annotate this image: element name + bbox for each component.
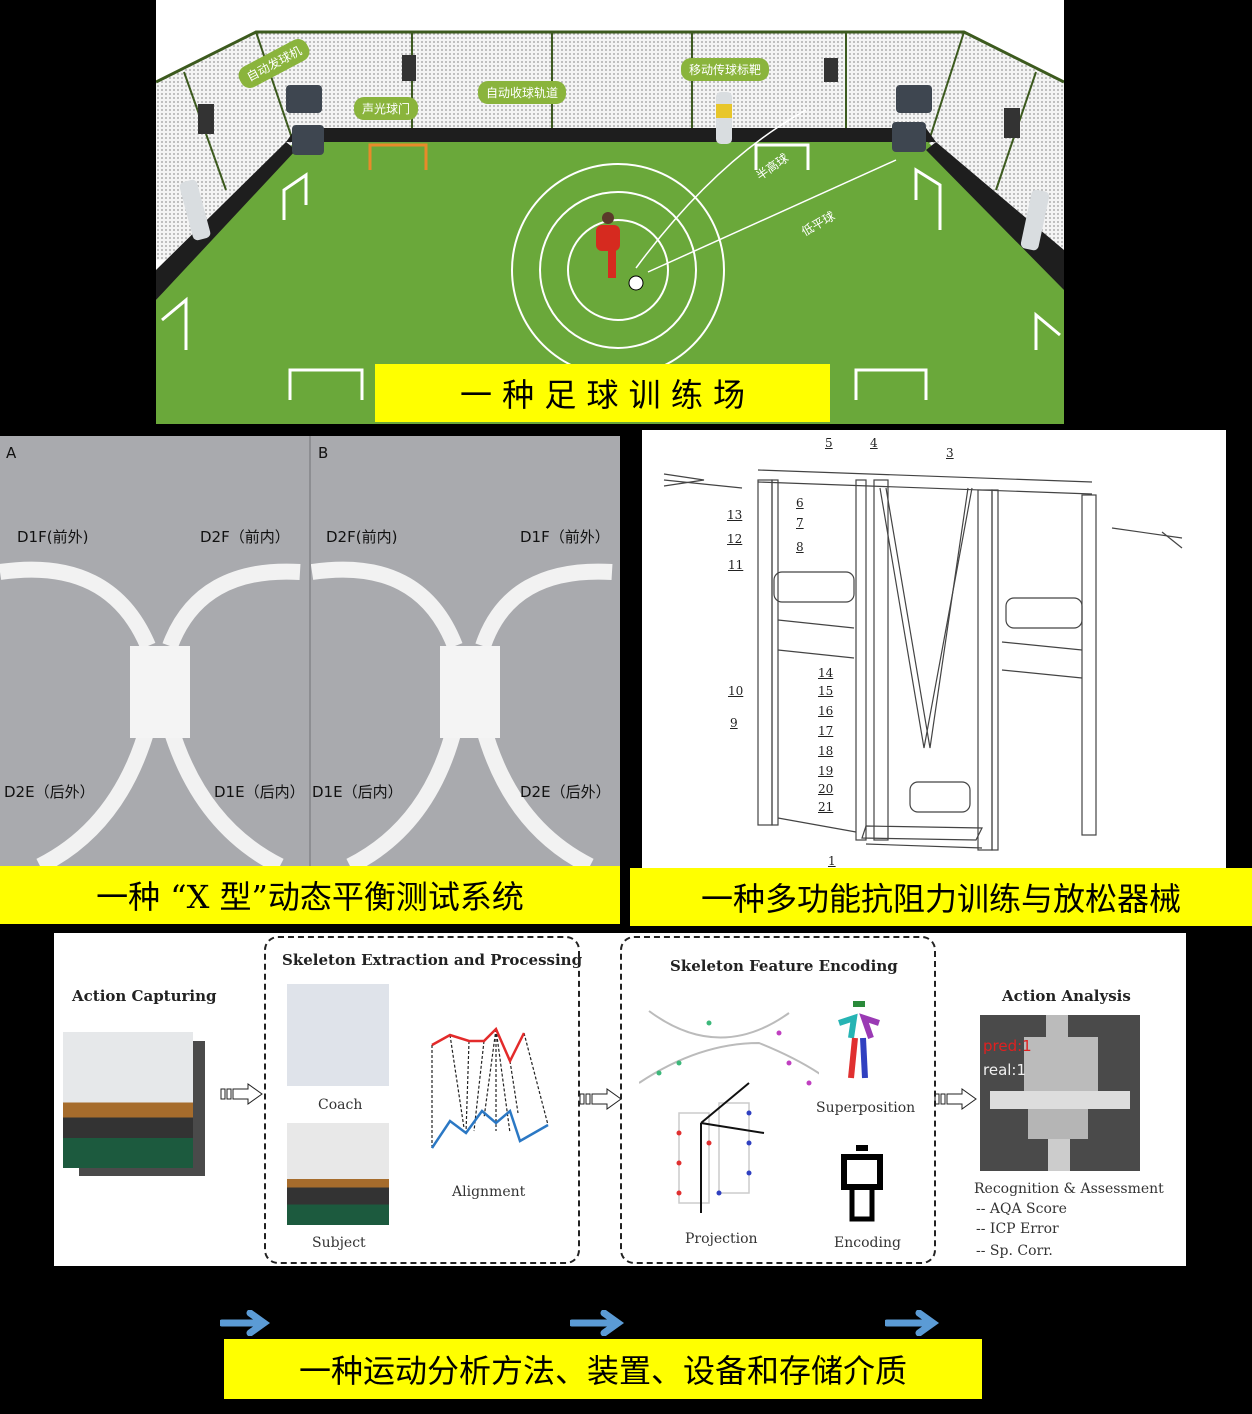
caption-resistance-device: 一种多功能抗阻力训练与放松器械: [630, 868, 1252, 926]
recognition-assessment-label: Recognition & Assessment: [974, 1181, 1164, 1197]
part-12: 12: [727, 532, 743, 546]
part-20: 20: [818, 782, 834, 796]
encoding-label: Encoding: [834, 1235, 901, 1251]
part-14: 14: [818, 666, 834, 680]
captured-frame: [63, 1032, 193, 1168]
part-11: 11: [728, 558, 744, 572]
b-label-bottom-right: D2E（后外）: [520, 783, 611, 801]
panel-a-letter: A: [6, 444, 17, 462]
stage-title-action-capturing: Action Capturing: [72, 987, 217, 1005]
superposition-label: Superposition: [816, 1100, 916, 1116]
stage-title-skeleton-extraction: Skeleton Extraction and Processing: [282, 951, 583, 969]
subject-frame: [287, 1123, 389, 1225]
a-label-top-left: D1F(前外): [17, 528, 89, 546]
a-label-bottom-left: D2E（后外）: [4, 783, 95, 801]
part-13: 13: [727, 508, 743, 522]
x-balance-photo: A B D1F(前外) D2F（前内） D2E（后外） D1E（后内） D2F(…: [0, 436, 620, 866]
blue-arrow-icon: [220, 1310, 271, 1336]
b-label-bottom-left: D1E（后内）: [312, 783, 403, 801]
football-field-image: 自动发球机 声光球门 自动收球轨道 移动传球标靶 半高球 低平球: [156, 0, 1064, 424]
part-16: 16: [818, 704, 834, 718]
metric-aqa-score: -- AQA Score: [976, 1201, 1067, 1217]
b-label-top-left: D2F(前内): [326, 528, 398, 546]
tag-sound-light-goal: 声光球门: [354, 97, 419, 120]
stage-title-feature-encoding: Skeleton Feature Encoding: [670, 957, 898, 975]
part-21: 21: [818, 800, 834, 814]
superposition-figure: [838, 1001, 880, 1079]
extraction-box: [264, 936, 580, 1264]
caption-x-balance: 一种 “X 型”动态平衡测试系统: [0, 866, 620, 924]
blue-arrow-icon: [570, 1310, 625, 1336]
coach-label: Coach: [318, 1097, 363, 1113]
alignment-label: Alignment: [452, 1184, 526, 1200]
caption-motion-analysis: 一种运动分析方法、装置、设备和存储介质: [224, 1339, 982, 1399]
arrow-icon: [934, 1088, 977, 1110]
arrow-icon: [220, 1083, 263, 1105]
part-3: 3: [946, 446, 954, 460]
a-label-top-right: D2F（前内）: [200, 528, 290, 546]
part-8: 8: [796, 540, 804, 554]
part-1: 1: [828, 854, 836, 868]
projection-label: Projection: [685, 1231, 758, 1247]
coach-frame: [287, 984, 389, 1086]
part-4: 4: [870, 436, 878, 450]
part-9: 9: [730, 716, 738, 730]
subject-label: Subject: [312, 1235, 366, 1251]
real-label: real:1: [983, 1061, 1027, 1079]
alignment-plot: [430, 1026, 549, 1149]
part-18: 18: [818, 744, 834, 758]
metric-icp-error: -- ICP Error: [976, 1221, 1059, 1237]
b-label-top-right: D1F（前外）: [520, 528, 610, 546]
part-5: 5: [825, 436, 833, 450]
field-illustration: [156, 30, 1064, 424]
metric-sp-corr: -- Sp. Corr.: [976, 1243, 1053, 1259]
part-19: 19: [818, 764, 834, 778]
part-15: 15: [818, 684, 834, 698]
caption-football-field: 一 种 足 球 训 练 场: [375, 364, 830, 422]
part-6: 6: [796, 496, 804, 510]
resistance-device-drawing: 5 4 3 6 13 7 12 8 11 10 14 15 9 16 17 18…: [642, 430, 1226, 868]
encoding-figure: [841, 1145, 883, 1222]
motion-analysis-pipeline: Action Capturing Skeleton Extraction and…: [54, 933, 1186, 1266]
analysis-heatmap: pred:1 real:1: [980, 1015, 1140, 1171]
pred-label: pred:1: [983, 1037, 1032, 1055]
arrow-icon: [579, 1088, 622, 1110]
stage-title-action-analysis: Action Analysis: [1002, 987, 1131, 1005]
panel-b-letter: B: [318, 444, 329, 462]
projection-diagram: [639, 1010, 819, 1213]
tag-mobile-pass-target: 移动传球标靶: [681, 58, 770, 81]
tag-auto-ball-return-track: 自动收球轨道: [478, 81, 567, 104]
a-label-bottom-right: D1E（后内）: [214, 783, 305, 801]
part-17: 17: [818, 724, 834, 738]
blue-arrow-icon: [885, 1310, 940, 1336]
part-7: 7: [796, 516, 804, 530]
part-10: 10: [728, 684, 744, 698]
